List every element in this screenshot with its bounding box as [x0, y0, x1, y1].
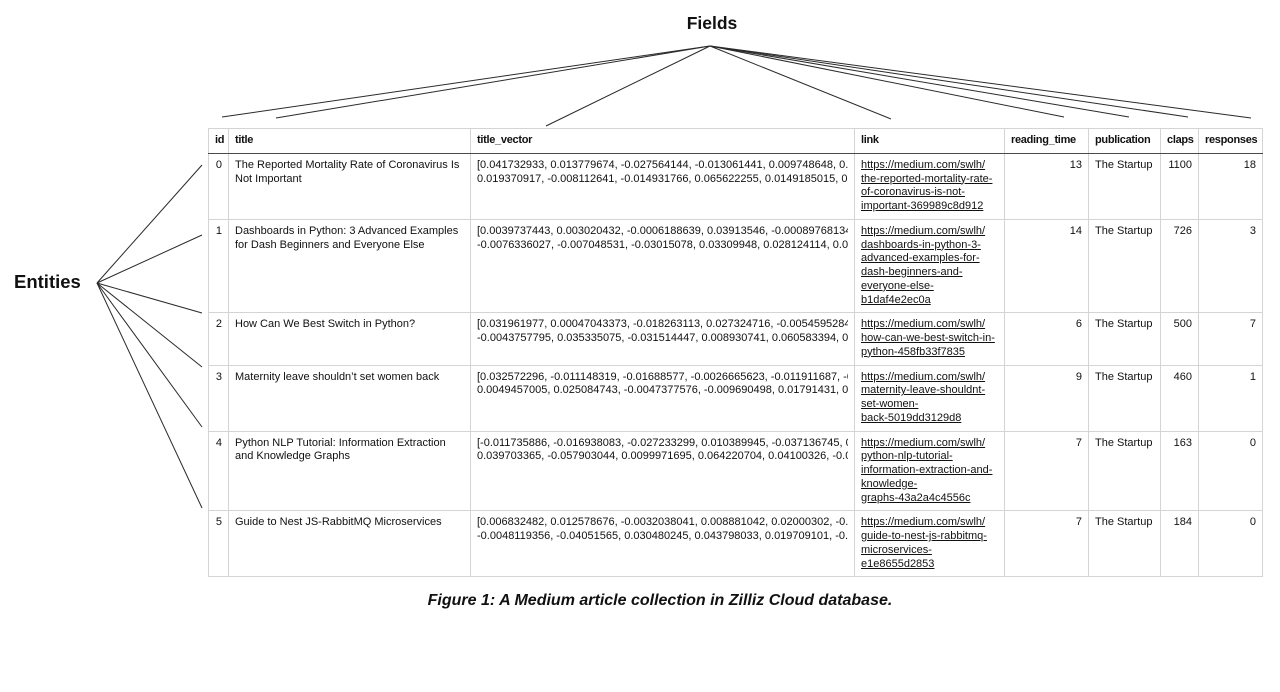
cell-claps: 726 — [1160, 218, 1199, 314]
cell-title: Python NLP Tutorial: Information Extract… — [228, 430, 471, 512]
cell-id: 1 — [208, 218, 229, 314]
cell-title: The Reported Mortality Rate of Coronavir… — [228, 152, 471, 220]
column-header-title_vector: title_vector — [470, 128, 855, 154]
cell-title-vector: [0.041732933, 0.013779674, -0.027564144,… — [470, 152, 855, 220]
figure-caption: Figure 1: A Medium article collection in… — [427, 592, 893, 609]
article-link[interactable]: https://medium.com/swlh/the-reported-mor… — [861, 158, 993, 212]
cell-id: 3 — [208, 364, 229, 432]
entities-label: Entities — [14, 271, 81, 292]
table-row: 5 Guide to Nest JS-RabbitMQ Microservice… — [208, 510, 1263, 578]
entities-connector-lines — [96, 164, 203, 509]
column-header-reading_time: reading_time — [1004, 128, 1089, 154]
cell-reading-time: 13 — [1004, 152, 1089, 220]
cell-title-vector: [-0.011735886, -0.016938083, -0.02723329… — [470, 430, 855, 512]
cell-title-vector: [0.031961977, 0.00047043373, -0.01826311… — [470, 312, 855, 366]
cell-claps: 163 — [1160, 430, 1199, 512]
cell-responses: 18 — [1198, 152, 1263, 220]
article-link[interactable]: https://medium.com/swlh/maternity-leave-… — [861, 370, 986, 424]
cell-title-vector: [0.032572296, -0.011148319, -0.01688577,… — [470, 364, 855, 432]
cell-publication: The Startup — [1088, 430, 1161, 512]
table-body: 0 The Reported Mortality Rate of Coronav… — [208, 152, 1263, 578]
cell-id: 5 — [208, 510, 229, 578]
cell-responses: 7 — [1198, 312, 1263, 366]
cell-publication: The Startup — [1088, 218, 1161, 314]
cell-title-vector: [0.0039737443, 0.003020432, -0.000618863… — [470, 218, 855, 314]
cell-link: https://medium.com/swlh/how-can-we-best-… — [854, 312, 1005, 366]
cell-title: Maternity leave shouldn’t set women back — [228, 364, 471, 432]
table-row: 1 Dashboards in Python: 3 Advanced Examp… — [208, 218, 1263, 314]
cell-id: 4 — [208, 430, 229, 512]
article-link[interactable]: https://medium.com/swlh/guide-to-nest-js… — [861, 516, 987, 570]
cell-reading-time: 7 — [1004, 510, 1089, 578]
column-header-responses: responses — [1198, 128, 1263, 154]
cell-link: https://medium.com/swlh/maternity-leave-… — [854, 364, 1005, 432]
cell-link: https://medium.com/swlh/guide-to-nest-js… — [854, 510, 1005, 578]
article-link[interactable]: https://medium.com/swlh/python-nlp-tutor… — [861, 436, 993, 504]
cell-title: Dashboards in Python: 3 Advanced Example… — [228, 218, 471, 314]
cell-link: https://medium.com/swlh/the-reported-mor… — [854, 152, 1005, 220]
cell-title: How Can We Best Switch in Python? — [228, 312, 471, 366]
fields-connector-lines — [221, 45, 1252, 127]
cell-reading-time: 9 — [1004, 364, 1089, 432]
cell-publication: The Startup — [1088, 312, 1161, 366]
column-header-publication: publication — [1088, 128, 1161, 154]
cell-publication: The Startup — [1088, 510, 1161, 578]
cell-claps: 500 — [1160, 312, 1199, 366]
cell-publication: The Startup — [1088, 364, 1161, 432]
column-header-title: title — [228, 128, 471, 154]
cell-responses: 3 — [1198, 218, 1263, 314]
cell-id: 2 — [208, 312, 229, 366]
cell-reading-time: 14 — [1004, 218, 1089, 314]
cell-claps: 184 — [1160, 510, 1199, 578]
cell-reading-time: 7 — [1004, 430, 1089, 512]
column-header-claps: claps — [1160, 128, 1199, 154]
column-header-link: link — [854, 128, 1005, 154]
cell-reading-time: 6 — [1004, 312, 1089, 366]
fields-label: Fields — [686, 13, 738, 33]
article-link[interactable]: https://medium.com/swlh/dashboards-in-py… — [861, 224, 986, 306]
table-row: 2 How Can We Best Switch in Python? [0.0… — [208, 312, 1263, 366]
table-row: 4 Python NLP Tutorial: Information Extra… — [208, 430, 1263, 512]
cell-link: https://medium.com/swlh/dashboards-in-py… — [854, 218, 1005, 314]
cell-link: https://medium.com/swlh/python-nlp-tutor… — [854, 430, 1005, 512]
cell-publication: The Startup — [1088, 152, 1161, 220]
cell-claps: 1100 — [1160, 152, 1199, 220]
cell-claps: 460 — [1160, 364, 1199, 432]
cell-responses: 1 — [1198, 364, 1263, 432]
cell-title: Guide to Nest JS-RabbitMQ Microservices — [228, 510, 471, 578]
cell-title-vector: [0.006832482, 0.012578676, -0.0032038041… — [470, 510, 855, 578]
cell-responses: 0 — [1198, 510, 1263, 578]
table-row: 3 Maternity leave shouldn’t set women ba… — [208, 364, 1263, 432]
table-row: 0 The Reported Mortality Rate of Coronav… — [208, 152, 1263, 220]
article-link[interactable]: https://medium.com/swlh/how-can-we-best-… — [861, 318, 995, 358]
cell-id: 0 — [208, 152, 229, 220]
cell-responses: 0 — [1198, 430, 1263, 512]
column-header-id: id — [208, 128, 229, 154]
